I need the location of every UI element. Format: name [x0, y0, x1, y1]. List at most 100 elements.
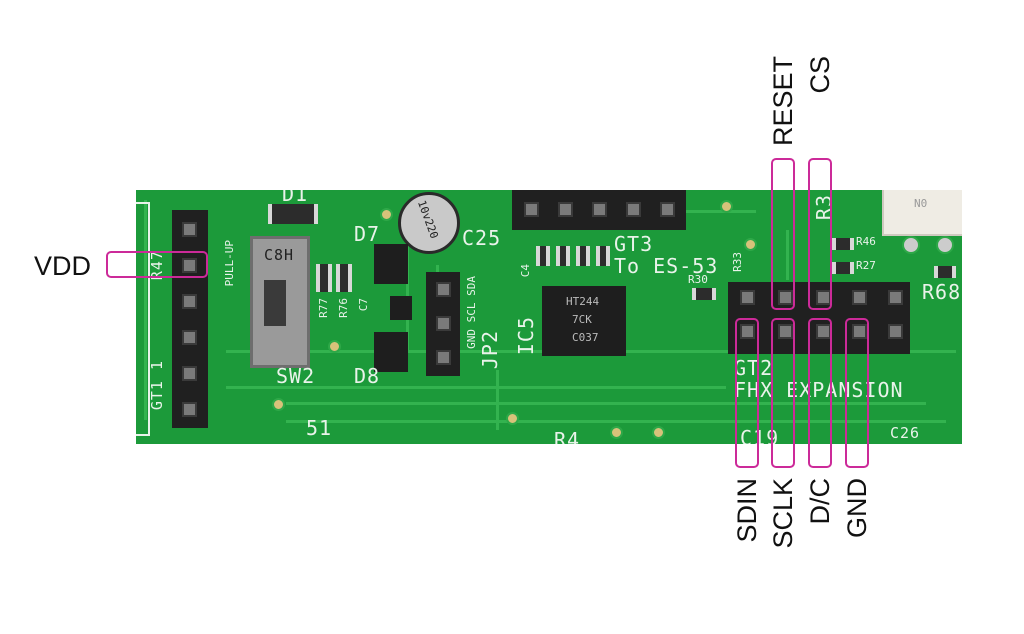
- gt1-outline: [136, 202, 150, 436]
- silk-pull-up: PULL-UP: [223, 240, 236, 287]
- smd-part: [576, 246, 590, 266]
- gt2-pin: [778, 290, 793, 305]
- jp2-pin: [436, 316, 451, 331]
- silk-r68: R68: [922, 280, 962, 304]
- silk-r46: R46: [856, 235, 876, 248]
- silk-expansion: FHX EXPANSION: [734, 378, 904, 402]
- trace: [286, 420, 946, 423]
- silk-chip-1: HT244: [566, 295, 600, 308]
- gt2-pin: [778, 324, 793, 339]
- silk-chip-3: C037: [572, 331, 599, 344]
- trace: [406, 240, 409, 350]
- r27-resistor: [832, 262, 854, 274]
- gt3-pin: [592, 202, 607, 217]
- via: [506, 412, 519, 425]
- gt3-pin: [558, 202, 573, 217]
- silk-c4: C4: [519, 264, 532, 278]
- silk-jp2: JP2: [478, 330, 502, 370]
- via: [380, 208, 393, 221]
- gt2-pin: [740, 324, 755, 339]
- silk-ic5: IC5: [514, 316, 538, 356]
- dc-label: D/C: [805, 478, 835, 525]
- silk-r77: R77: [317, 298, 330, 318]
- silk-to-es: To ES-53: [614, 254, 719, 278]
- smd-part: [596, 246, 610, 266]
- gt3-pin: [524, 202, 539, 217]
- mounting-pad: [936, 236, 954, 254]
- gt1-pin: [182, 258, 197, 273]
- ic5-chip: [542, 286, 626, 356]
- trace: [786, 230, 789, 280]
- silk-c26: C26: [890, 424, 921, 442]
- gt2-pin: [852, 290, 867, 305]
- gt1-pin: [182, 294, 197, 309]
- sdin-highlight: [735, 318, 759, 468]
- silk-d7: D7: [354, 222, 381, 246]
- sdin-label: SDIN: [732, 478, 762, 543]
- silk-c7: C7: [357, 298, 370, 312]
- r30-resistor: [692, 288, 716, 300]
- silk-r30: R30: [688, 273, 708, 286]
- gnd-highlight: [845, 318, 869, 468]
- smd-part: [536, 246, 550, 266]
- gt2-pin: [740, 290, 755, 305]
- sclk-label: SCLK: [768, 478, 798, 549]
- gt1-pin: [182, 330, 197, 345]
- via: [744, 238, 757, 251]
- sclk-highlight: [771, 318, 795, 468]
- silk-d1: D1: [282, 190, 309, 206]
- via: [652, 426, 665, 439]
- cs-label: CS: [805, 56, 835, 94]
- gnd-label: GND: [842, 478, 872, 538]
- trace: [144, 200, 147, 420]
- pcb-board: GT1 1 R47 PULL-UP C8H SW2 D1 10v220 C25 …: [136, 190, 962, 444]
- trace: [496, 370, 499, 430]
- via: [328, 340, 341, 353]
- silk-c19: C19: [740, 426, 780, 444]
- dc-highlight: [808, 318, 832, 468]
- trace: [636, 210, 756, 213]
- smd-part: [556, 246, 570, 266]
- sw2-slider: [264, 280, 286, 326]
- gt2-pin: [852, 324, 867, 339]
- silk-r33: R33: [731, 252, 744, 272]
- silk-gt3: GT3: [614, 232, 654, 256]
- silk-r4: R4: [554, 428, 581, 444]
- gt1-pin: [182, 402, 197, 417]
- gt1-pin: [182, 222, 197, 237]
- via: [272, 398, 285, 411]
- small-ic: [390, 296, 412, 320]
- white-connector: [882, 190, 962, 236]
- trace: [226, 386, 726, 389]
- silk-sw2: SW2: [276, 364, 316, 388]
- r68-resistor: [934, 266, 956, 278]
- silk-d8: D8: [354, 364, 381, 388]
- r76-resistor: [336, 264, 352, 292]
- gt3-pin: [626, 202, 641, 217]
- gt1-pin: [182, 366, 197, 381]
- gt2-pin: [888, 290, 903, 305]
- gt1-header: [172, 210, 208, 428]
- reset-highlight: [771, 158, 795, 310]
- silk-jp2-pins: GND SCL SDA: [465, 276, 478, 349]
- jp2-pin: [436, 282, 451, 297]
- via: [720, 200, 733, 213]
- d7-transistor: [374, 244, 408, 284]
- vdd-highlight: [106, 251, 208, 278]
- cs-highlight: [808, 158, 832, 310]
- silk-ct: C8H: [264, 246, 295, 264]
- reset-label: RESET: [768, 56, 798, 147]
- silk-r27: R27: [856, 259, 876, 272]
- silk-chip-2: 7CK: [572, 313, 592, 326]
- silk-51: 51: [306, 416, 333, 440]
- gt3-pin: [660, 202, 675, 217]
- gt2-pin: [888, 324, 903, 339]
- silk-n0: N0: [914, 197, 928, 210]
- trace: [286, 402, 926, 405]
- r77-resistor: [316, 264, 332, 292]
- d8-transistor: [374, 332, 408, 372]
- vdd-label: VDD: [34, 251, 92, 281]
- via: [610, 426, 623, 439]
- silk-gt1: GT1 1: [148, 360, 166, 411]
- silk-gt2: GT2: [734, 356, 774, 380]
